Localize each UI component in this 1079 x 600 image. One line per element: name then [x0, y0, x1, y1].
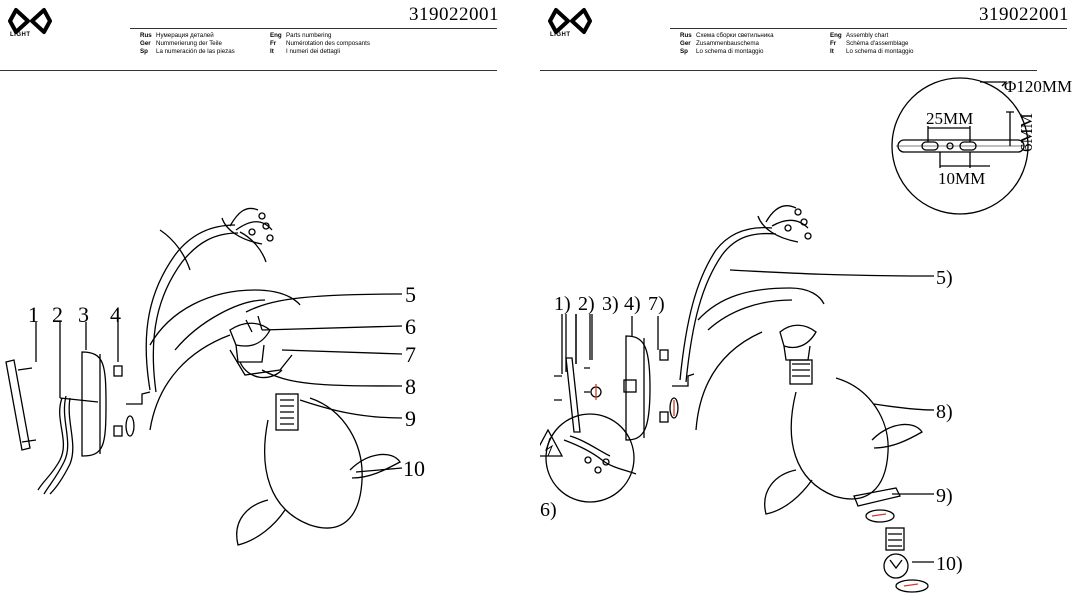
- arm-part: [672, 205, 825, 431]
- glass-shade-part: [764, 377, 923, 515]
- label-6: 6): [540, 499, 557, 521]
- brand-logo: [8, 6, 58, 46]
- label-3: 3): [602, 293, 619, 315]
- label-1: 1: [28, 302, 39, 327]
- label-10: 10): [936, 553, 963, 575]
- dim-diameter: Φ120MM: [1004, 77, 1072, 96]
- label-4: 4: [110, 302, 121, 327]
- screws-part: [113, 365, 135, 437]
- label-2: 2: [52, 302, 63, 327]
- dim-spacing: 25MM: [926, 109, 973, 128]
- wall-base-part: [81, 351, 107, 457]
- wires-part: [37, 395, 99, 495]
- label-9: 9): [936, 485, 953, 507]
- model-code: 319022001: [409, 4, 499, 25]
- bulb-part: [883, 527, 929, 593]
- backplate-part: [5, 359, 37, 451]
- label-5: 5: [405, 282, 416, 307]
- parts-diagram: 1 2 3 4 5 6 7 8 9 10: [5, 207, 425, 546]
- label-6: 6: [405, 314, 416, 339]
- label-8: 8): [936, 401, 953, 423]
- wiring-detail: [540, 413, 637, 503]
- arm-part: [145, 207, 301, 431]
- label-4: 4): [624, 293, 641, 315]
- label-5: 5): [936, 267, 953, 289]
- leaf-holder-part: [779, 324, 817, 385]
- label-3: 3: [78, 302, 89, 327]
- label-7: 7): [648, 293, 665, 315]
- label-9: 9: [405, 406, 416, 431]
- label-10: 10: [403, 456, 425, 481]
- ring-part: [853, 487, 901, 523]
- brand-logo: [548, 6, 598, 46]
- header-rule: [130, 28, 497, 29]
- label-1: 1): [554, 293, 571, 315]
- model-code: 319022001: [979, 4, 1069, 25]
- dim-hole: 10MM: [938, 169, 985, 188]
- leaf-holder-part: [229, 315, 293, 379]
- label-8: 8: [405, 374, 416, 399]
- logo-text: LIGHT: [550, 32, 571, 38]
- logo-text: LIGHT: [10, 32, 31, 38]
- socket-part: [275, 393, 299, 431]
- glass-shade-part: [236, 397, 401, 546]
- header-bottom-rule: [0, 70, 497, 71]
- dim-height: 6MM: [1017, 113, 1036, 152]
- header-rule: [670, 28, 1067, 29]
- label-2: 2): [578, 293, 595, 315]
- assembly-diagram: Φ120MM 25MM 10MM 6MM 1) 2) 3) 4) 7) 5) 6…: [540, 77, 1072, 593]
- label-7: 7: [405, 342, 416, 367]
- header-bottom-rule: [540, 70, 1037, 71]
- wall-base-part: [623, 335, 679, 441]
- mounting-plate-detail: [891, 77, 1029, 215]
